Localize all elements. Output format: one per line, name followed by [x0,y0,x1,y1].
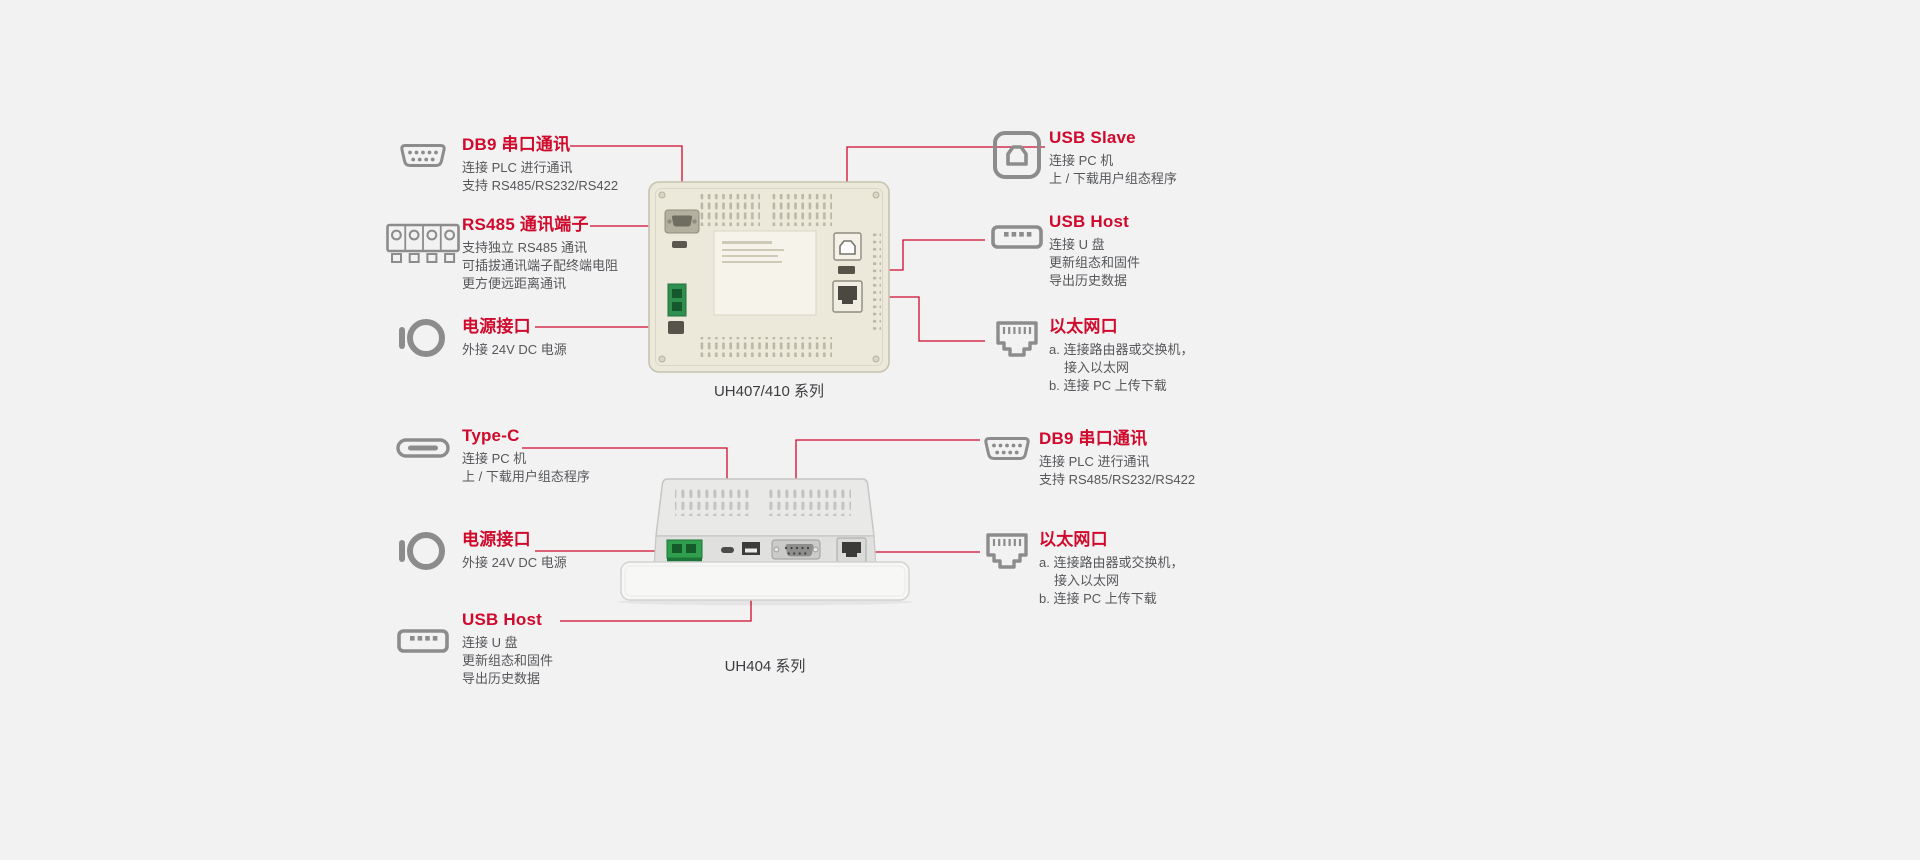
type-c-icon [395,438,450,458]
callout-title: USB Host [1049,212,1129,231]
callout-ethernet-bottom: 以太网口 a. 连接路由器或交换机， 接入以太网 b. 连接 PC 上传下载 [975,530,1183,608]
callout-title: DB9 串口通讯 [462,135,571,154]
callout-desc-line: 外接 24V DC 电源 [462,555,567,570]
callout-desc-line: 连接 U 盘 [462,635,518,650]
callout-desc-line: 接入以太网 [1064,360,1130,375]
callout-desc-line: 支持 RS485/RS232/RS422 [462,178,619,193]
callout-desc-line: 外接 24V DC 电源 [462,342,567,357]
callout-desc-line: 连接 PLC 进行通讯 [462,160,573,175]
callout-desc-line: 连接 PLC 进行通讯 [1039,454,1150,469]
callout-desc-line: 接入以太网 [1054,573,1120,588]
power-icon [398,319,445,357]
callout-rs485-terminal: RS485 通讯端子 支持独立 RS485 通讯 可插拔通讯端子配终端电阻 更方… [383,215,618,293]
callout-desc-line: 更新组态和固件 [462,653,554,668]
callout-desc-line: 支持独立 RS485 通讯 [462,240,587,255]
callout-desc-line: 更方便远距离通讯 [462,276,567,291]
callout-title: 电源接口 [462,317,531,336]
callout-desc-line: 连接 U 盘 [1049,237,1105,252]
callout-desc-line: 上 / 下载用户组态程序 [1049,171,1177,186]
callout-title: 电源接口 [462,530,531,549]
callout-desc-line: a. 连接路由器或交换机， [1049,342,1194,357]
callout-desc-line: 可插拔通讯端子配终端电阻 [462,258,619,273]
usb-host-icon [396,629,449,653]
series-label-uh404: UH404 系列 [724,658,806,675]
callout-power-top: 电源接口 外接 24V DC 电源 [383,317,567,361]
callout-title: Type-C [462,426,520,445]
rs485-terminal-icon [385,223,460,263]
callout-title: 以太网口 [1039,530,1108,549]
ethernet-icon [996,321,1038,357]
ethernet-icon [986,533,1028,569]
callout-usb-host-top: USB Host 连接 U 盘 更新组态和固件 导出历史数据 [985,212,1140,290]
callout-ethernet-top: 以太网口 a. 连接路由器或交换机， 接入以太网 b. 连接 PC 上传下载 [985,317,1193,395]
callout-power-bottom: 电源接口 外接 24V DC 电源 [383,530,567,574]
uh404-device-image [617,478,913,606]
callout-desc-line: a. 连接路由器或交换机， [1039,555,1184,570]
uh407-410-device-image [648,181,890,373]
callout-title: USB Slave [1049,128,1136,147]
callout-db9-serial-bottom: DB9 串口通讯 连接 PLC 进行通讯 支持 RS485/RS232/RS42… [975,429,1195,489]
callout-usb-slave: USB Slave 连接 PC 机 上 / 下载用户组态程序 [985,128,1177,188]
series-label-uh407-410: UH407/410 系列 [713,383,825,400]
callout-title: USB Host [462,610,542,629]
callout-desc-line: 更新组态和固件 [1049,255,1141,270]
callout-title: DB9 串口通讯 [1039,429,1148,448]
callout-desc-line: 支持 RS485/RS232/RS422 [1039,472,1196,487]
callout-desc-line: 连接 PC 机 [462,451,527,466]
db9-icon [399,144,446,167]
callout-type-c: Type-C 连接 PC 机 上 / 下载用户组态程序 [383,426,590,486]
usb-slave-icon [993,131,1041,179]
callout-desc-line: 上 / 下载用户组态程序 [462,469,590,484]
callout-desc-line: 连接 PC 机 [1049,153,1114,168]
callout-desc-line: b. 连接 PC 上传下载 [1039,591,1157,606]
callout-desc-line: 导出历史数据 [1049,273,1128,288]
callout-db9-serial-top: DB9 串口通讯 连接 PLC 进行通讯 支持 RS485/RS232/RS42… [383,135,618,195]
callout-title: RS485 通讯端子 [462,215,589,234]
callout-title: 以太网口 [1049,317,1118,336]
callout-desc-line: b. 连接 PC 上传下载 [1049,378,1167,393]
usb-host-icon [991,225,1043,249]
callout-usb-host-bottom: USB Host 连接 U 盘 更新组态和固件 导出历史数据 [383,610,553,688]
db9-icon [984,437,1030,460]
callout-desc-line: 导出历史数据 [462,671,541,686]
power-icon [398,532,445,570]
